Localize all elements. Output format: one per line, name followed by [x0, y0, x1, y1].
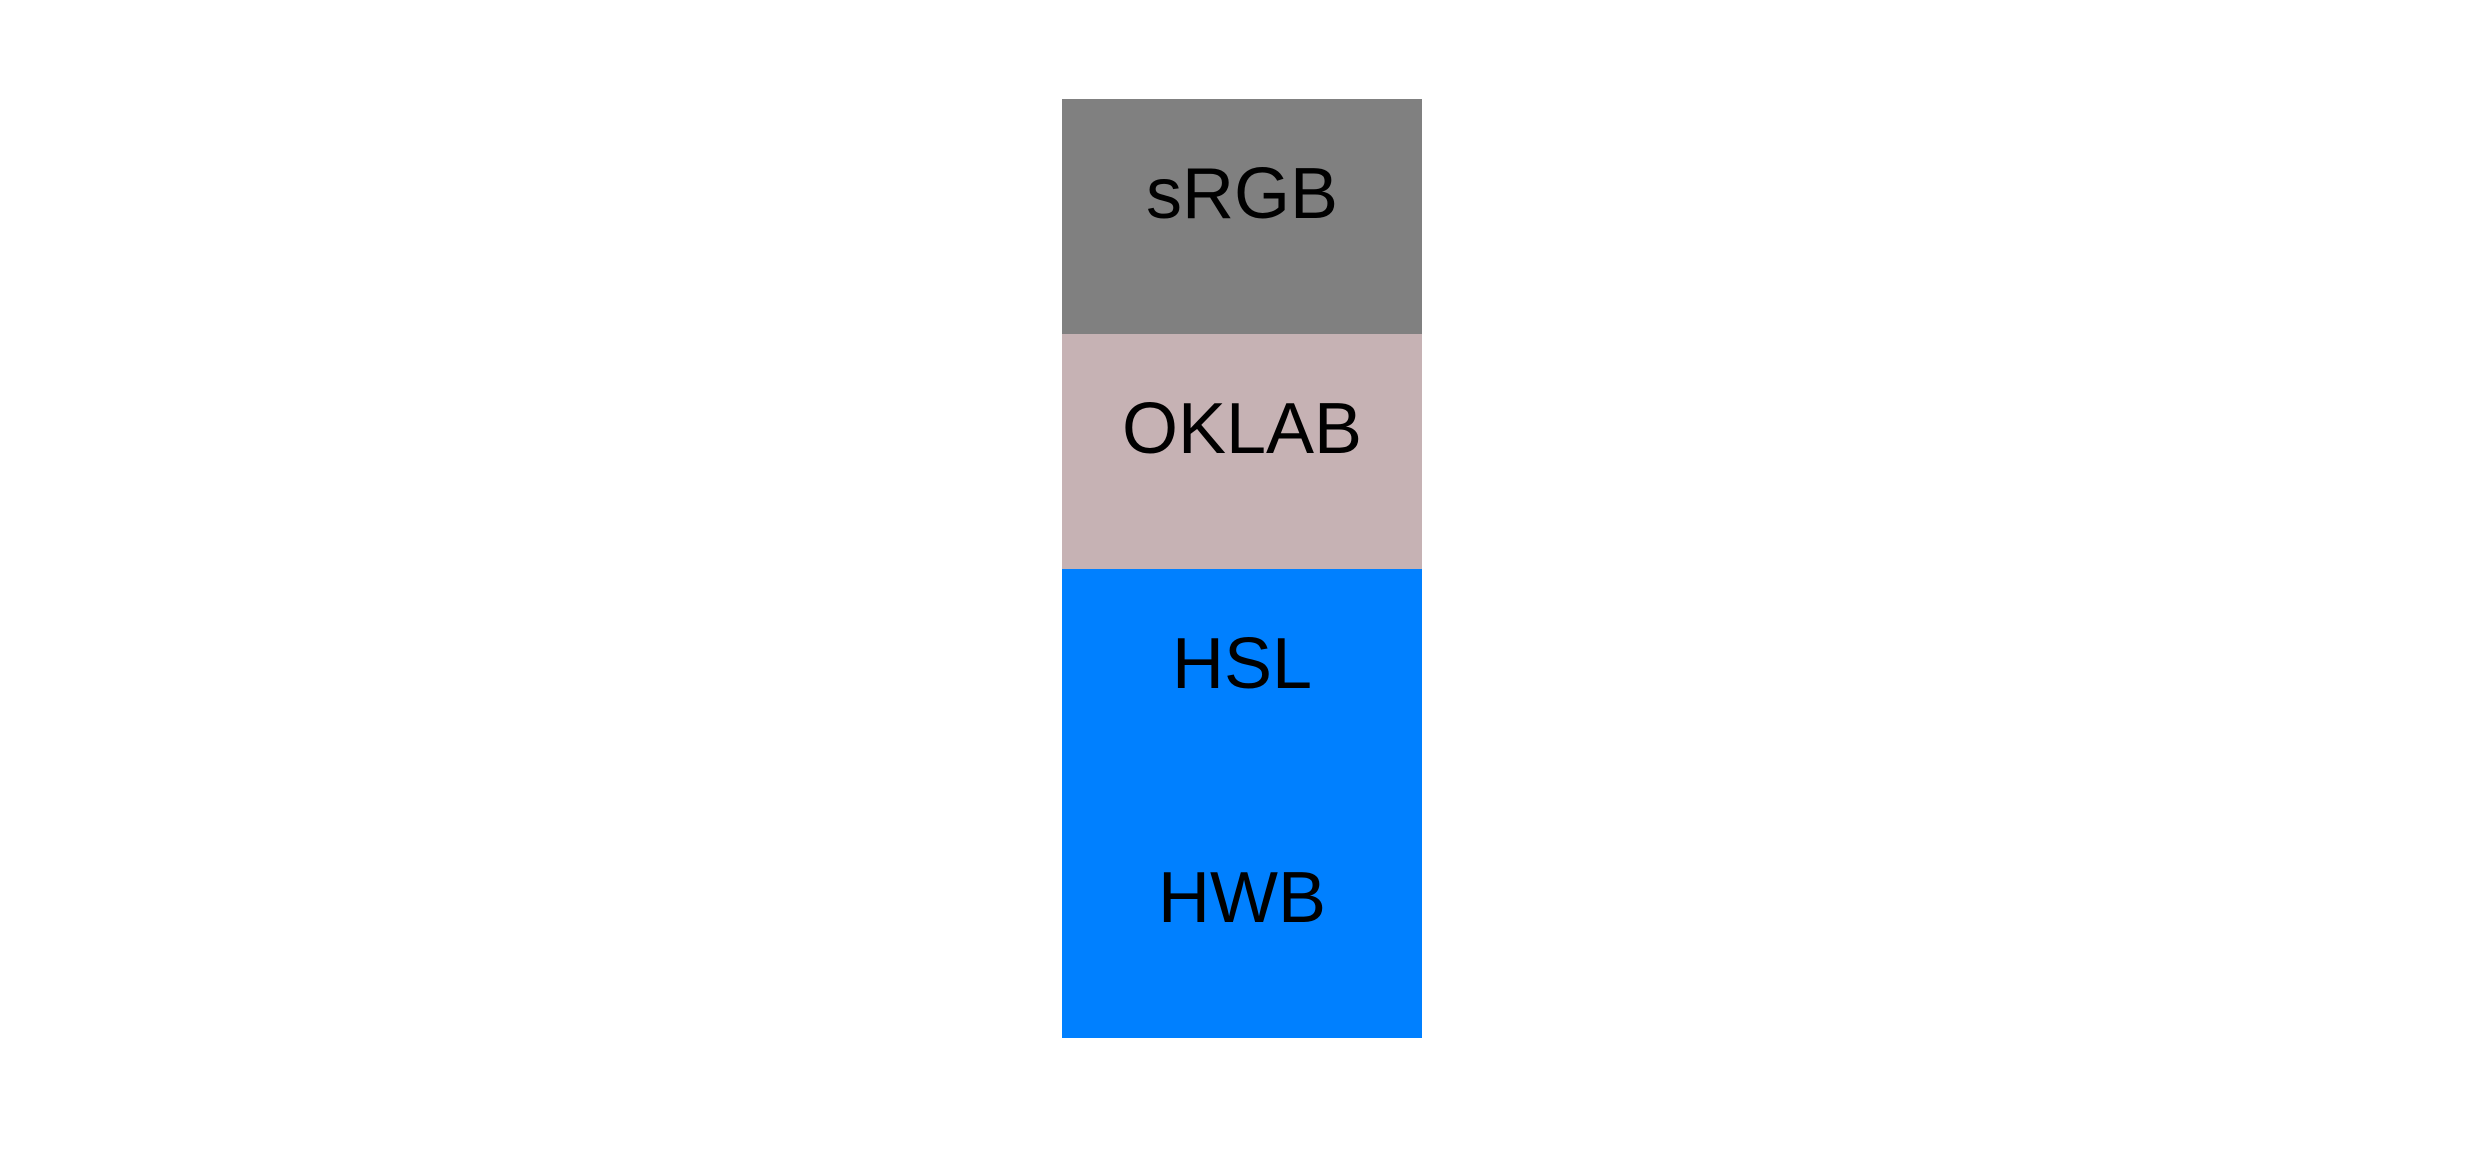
swatch-oklab: OKLAB: [1062, 333, 1422, 569]
swatch-label-srgb: sRGB: [1145, 154, 1339, 234]
swatch-hsl: HSL: [1062, 568, 1422, 804]
swatch-hwb: HWB: [1062, 803, 1422, 1038]
swatch-label-hwb: HWB: [1158, 858, 1326, 939]
color-space-swatch-stack: sRGB OKLAB HSL HWB: [1062, 99, 1422, 1038]
swatch-srgb: sRGB: [1062, 99, 1422, 334]
swatch-label-oklab: OKLAB: [1121, 388, 1363, 469]
swatch-label-hsl: HSL: [1171, 623, 1313, 704]
